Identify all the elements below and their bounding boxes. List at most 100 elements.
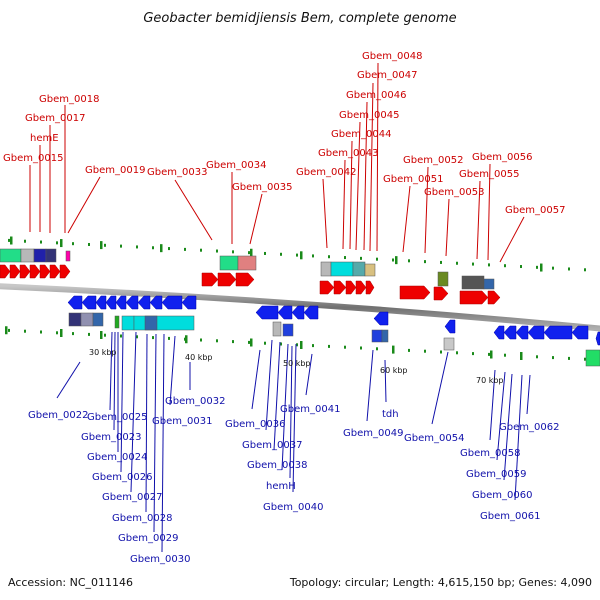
gene-label[interactable]: Gbem_0040 <box>263 502 323 513</box>
scale-label-40: 40 kbp <box>185 353 213 362</box>
ruler-dash <box>88 332 90 336</box>
major-tick <box>520 352 523 360</box>
gene-label[interactable]: Gbem_0028 <box>112 513 172 524</box>
connector-line <box>251 349 261 410</box>
ruler-dash <box>520 265 522 269</box>
gene-label[interactable]: Gbem_0052 <box>403 155 463 166</box>
gene-label[interactable]: Gbem_0017 <box>25 113 85 124</box>
ruler-dash <box>424 349 426 353</box>
gene-label[interactable]: Gbem_0015 <box>3 153 63 164</box>
gene-label[interactable]: Gbem_0023 <box>81 432 141 443</box>
feature-box <box>92 312 104 327</box>
connector-line <box>322 178 328 249</box>
gene-label[interactable]: Gbem_0059 <box>466 469 526 480</box>
reverse-gene-arrow <box>503 325 517 340</box>
connector-line <box>514 374 523 501</box>
gene-label[interactable]: hemE <box>30 133 59 144</box>
ruler-dash <box>280 252 282 256</box>
gene-label[interactable]: Gbem_0022 <box>28 410 88 421</box>
gene-label[interactable]: Gbem_0044 <box>331 129 391 140</box>
gene-label[interactable]: Gbem_0033 <box>147 167 207 178</box>
gene-label[interactable]: Gbem_0057 <box>505 205 565 216</box>
gene-label[interactable]: Gbem_0029 <box>118 533 178 544</box>
feature-box <box>371 329 383 343</box>
gene-label[interactable]: Gbem_0032 <box>165 396 225 407</box>
gene-label[interactable]: Gbem_0061 <box>480 511 540 522</box>
gene-label[interactable]: Gbem_0048 <box>362 51 422 62</box>
feature-box <box>68 312 82 327</box>
ruler-dash <box>216 339 218 343</box>
ruler-dash <box>264 251 266 255</box>
connector-line <box>402 185 411 253</box>
ruler-dash <box>24 329 26 333</box>
gene-label[interactable]: Gbem_0058 <box>460 448 520 459</box>
feature-box <box>133 315 195 331</box>
ruler-dash <box>504 264 506 268</box>
connector-line <box>349 140 353 250</box>
ruler-dash <box>56 241 58 245</box>
reverse-gene-arrow <box>571 325 589 340</box>
major-tick <box>60 329 63 337</box>
gene-label[interactable]: Gbem_0060 <box>472 490 532 501</box>
gene-label[interactable]: Gbem_0042 <box>296 167 356 178</box>
gene-label[interactable]: Gbem_0054 <box>404 433 464 444</box>
map-title: Geobacter bemidjiensis Bem, complete gen… <box>143 11 456 26</box>
gene-label[interactable]: Gbem_0041 <box>280 404 340 415</box>
gene-label[interactable]: Gbem_0046 <box>346 90 406 101</box>
gene-label[interactable]: Gbem_0056 <box>472 152 532 163</box>
gene-label[interactable]: Gbem_0031 <box>152 416 212 427</box>
connector-line <box>161 333 165 553</box>
gene-label[interactable]: Gbem_0037 <box>242 440 302 451</box>
forward-gene-arrow <box>365 280 375 295</box>
connector-line <box>363 101 368 251</box>
gene-label[interactable]: Gbem_0034 <box>206 160 266 171</box>
feature-box <box>330 261 354 277</box>
ruler-dash <box>424 260 426 264</box>
gene-label[interactable]: Gbem_0025 <box>87 412 147 423</box>
reverse-gene-arrow <box>125 295 139 310</box>
scale-label-50: 50 kbp <box>283 359 311 368</box>
gene-label[interactable]: Gbem_0019 <box>85 165 145 176</box>
ruler-dash <box>72 242 74 246</box>
ruler-dash <box>216 249 218 253</box>
feature-box <box>219 255 239 271</box>
gene-label[interactable]: Gbem_0045 <box>339 110 399 121</box>
gene-label[interactable]: Gbem_0055 <box>459 169 519 180</box>
gene-label[interactable]: hemH <box>266 481 296 492</box>
gene-label[interactable]: Gbem_0026 <box>92 472 152 483</box>
connector-line <box>445 198 450 257</box>
connector-line <box>489 369 496 441</box>
ruler-dash <box>232 250 234 254</box>
gene-label[interactable]: tdh <box>382 409 399 420</box>
connector-line <box>496 371 506 461</box>
gene-label[interactable]: Gbem_0036 <box>225 419 285 430</box>
feature-box <box>585 349 600 367</box>
gene-label[interactable]: Gbem_0062 <box>499 422 559 433</box>
feature-box <box>381 329 389 343</box>
feature-box <box>0 248 22 263</box>
gene-label[interactable]: Gbem_0043 <box>318 148 378 159</box>
gene-label[interactable]: Gbem_0047 <box>357 70 417 81</box>
gene-label[interactable]: Gbem_0051 <box>383 174 443 185</box>
connector-line <box>476 180 481 260</box>
connector-line <box>109 331 113 411</box>
gene-label[interactable]: Gbem_0035 <box>232 182 292 193</box>
ruler-dash <box>104 333 106 337</box>
gene-label[interactable]: Gbem_0018 <box>39 94 99 105</box>
connector-line <box>249 193 263 245</box>
gene-label[interactable]: Gbem_0027 <box>102 492 162 503</box>
major-tick <box>300 251 303 260</box>
major-tick <box>540 263 543 272</box>
connector-line <box>273 341 281 451</box>
ruler-dash <box>168 247 170 251</box>
gene-label[interactable]: Gbem_0030 <box>130 554 190 565</box>
gene-label[interactable]: Gbem_0049 <box>343 428 403 439</box>
major-tick <box>300 341 303 349</box>
gene-label[interactable]: Gbem_0024 <box>87 452 147 463</box>
feature-box <box>33 248 47 263</box>
gene-label[interactable]: Gbem_0038 <box>247 460 307 471</box>
reverse-gene-arrow <box>595 331 600 346</box>
reverse-gene-arrow <box>303 305 319 320</box>
scale-label-30: 30 kbp <box>89 348 117 357</box>
gene-label[interactable]: Gbem_0053 <box>424 187 484 198</box>
